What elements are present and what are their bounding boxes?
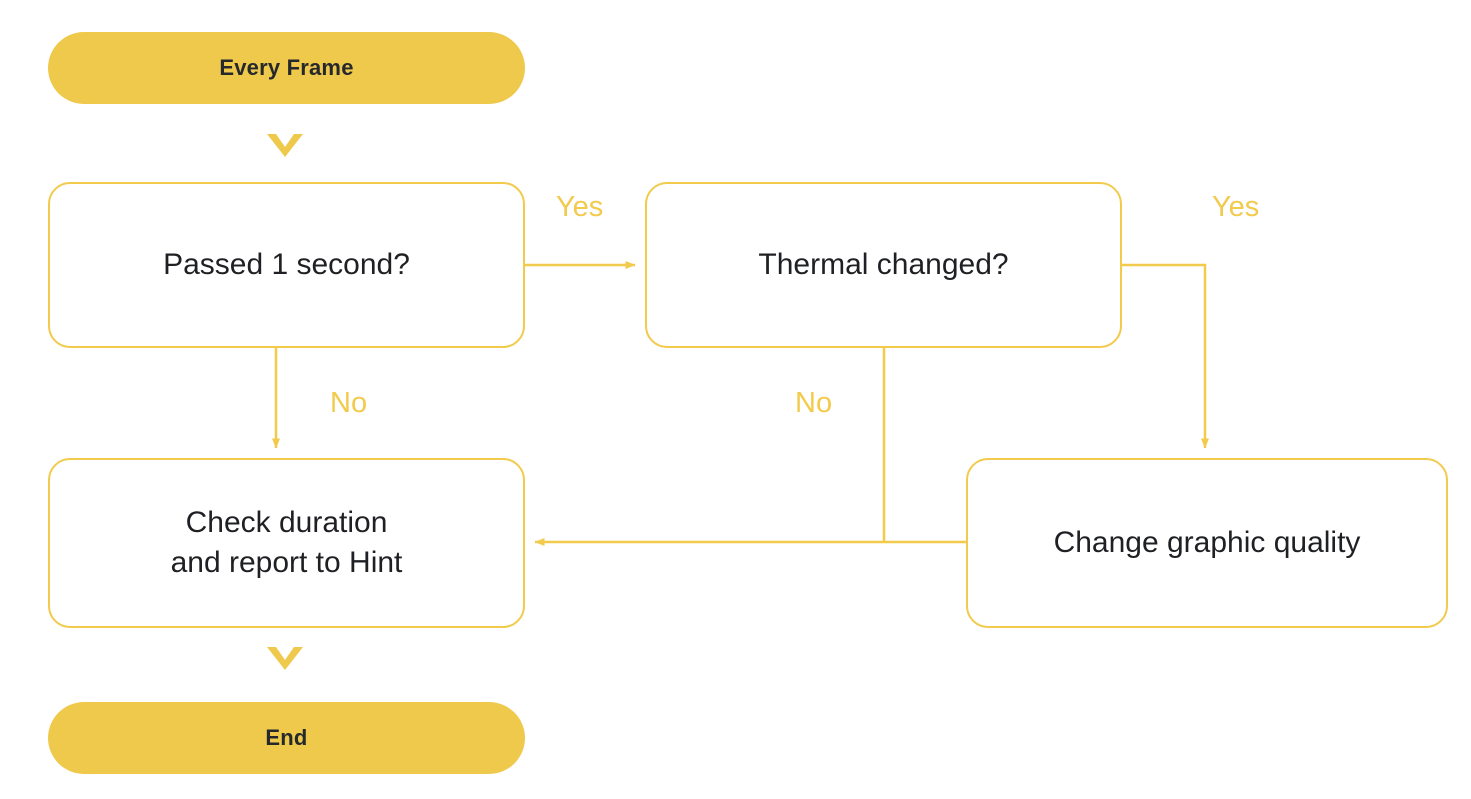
node-thermal-changed-label: Thermal changed? — [758, 248, 1009, 281]
node-start-every-frame[interactable]: Every Frame — [48, 32, 525, 104]
node-check-duration[interactable]: Check duration and report to Hint — [48, 458, 525, 628]
node-change-graphic-quality-label: Change graphic quality — [1053, 526, 1361, 559]
edge-thermal-yes-to-change — [1122, 263, 1209, 449]
edge-label-thermal-yes: Yes — [1212, 191, 1260, 223]
chevron-down-icon-start — [267, 134, 303, 157]
node-thermal-changed[interactable]: Thermal changed? — [645, 182, 1122, 348]
edge-label-passed-no: No — [330, 387, 368, 419]
node-passed-one-second-label: Passed 1 second? — [163, 248, 410, 281]
chevron-down-icon-end — [267, 647, 303, 670]
node-check-duration-label: Check duration and report to Hint — [170, 506, 403, 579]
node-start-label: Every Frame — [219, 55, 354, 80]
edge-label-thermal-no: No — [795, 387, 833, 419]
edge-label-passed-yes: Yes — [556, 191, 604, 223]
node-passed-one-second[interactable]: Passed 1 second? — [48, 182, 525, 348]
node-end-label: End — [265, 725, 308, 750]
node-end[interactable]: End — [48, 702, 525, 774]
node-change-graphic-quality[interactable]: Change graphic quality — [966, 458, 1448, 628]
